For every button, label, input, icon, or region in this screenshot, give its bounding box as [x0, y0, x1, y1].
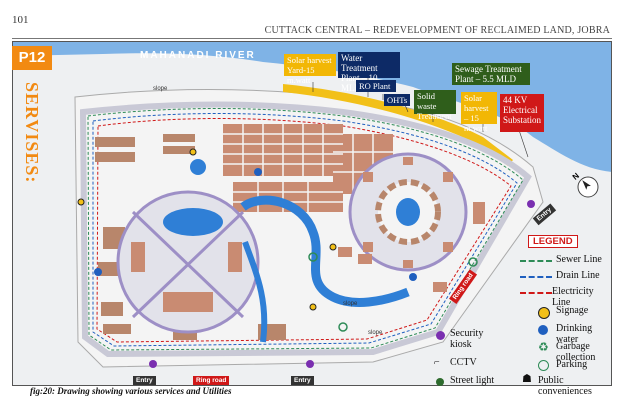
callout-sewage: Sewage Treatment Plant – 5.5 MLD: [452, 63, 530, 85]
small-pond: [190, 159, 206, 175]
parking-markers: [308, 252, 478, 332]
legend-drinking-water: Drinking water: [556, 323, 593, 345]
callout-solar-harvest: Solar harvest – 15 m.watt: [461, 92, 497, 133]
legend-street-light: Street light: [450, 375, 495, 386]
legend: LEGEND Sewer Line Drain Line Electricity…: [430, 235, 612, 397]
electricity-line-path: [96, 118, 512, 343]
right-pond: [396, 198, 420, 226]
ring-road-label-bottom: Ring road: [193, 376, 230, 385]
canal-side-buildings: [338, 202, 485, 292]
electricity-line-swatch: [520, 292, 552, 294]
ring-road: [79, 101, 532, 358]
parking-icon: [538, 360, 549, 371]
left-circle-buildings: [131, 242, 242, 312]
callout-solar-yard: Solar harvest Yard-15 m.watt: [284, 54, 336, 85]
legend-signage: Signage: [556, 305, 589, 316]
right-circle-buildings: [363, 157, 453, 268]
sewer-line-path: [87, 108, 524, 351]
figure-caption: fig:20: Drawing showing various services…: [30, 386, 232, 396]
drain-line-path: [92, 113, 518, 347]
callout-ro-plant: RO Plant: [356, 80, 396, 92]
legend-electricity: Electricity Line: [552, 286, 594, 308]
sewer-line-swatch: [520, 260, 552, 262]
page-header: CUTTACK CENTRAL – REDEVELOPMENT OF RECLA…: [264, 25, 610, 36]
caption-text: Drawing showing various services and Uti…: [57, 386, 232, 396]
drinking-water-icon: [538, 325, 548, 335]
side-title: SERVISES:: [22, 82, 42, 184]
slope-label-3: slope: [368, 330, 383, 336]
plate-badge: P12: [12, 46, 52, 70]
drinking-water-markers: [94, 168, 417, 281]
legend-cctv: CCTV: [450, 357, 477, 368]
slope-label-2: slope: [343, 301, 358, 307]
legend-parking: Parking: [556, 359, 588, 370]
legend-garbage: Garbage collection: [556, 341, 596, 363]
compass: [577, 176, 599, 198]
legend-sewer: Sewer Line: [556, 254, 602, 265]
caption-prefix: fig:20:: [30, 386, 55, 396]
solar-band: [283, 84, 513, 166]
slope-label-1: slope: [153, 86, 168, 92]
callout-substation: 44 KV Electrical Substation: [500, 94, 544, 132]
public-conveniences-icon: ☗: [522, 373, 532, 385]
legend-title: LEGEND: [528, 235, 578, 248]
legend-security: Security kiosk: [450, 328, 484, 350]
callout-ohts: OHTs: [384, 94, 410, 106]
left-lake: [163, 208, 223, 236]
entry-label-bottom-mid: Entry: [291, 376, 314, 385]
river-label: MAHANADI RIVER: [140, 50, 256, 61]
legend-conveniences: Public conveniences: [538, 375, 592, 397]
security-kiosk-icon: [436, 331, 445, 340]
legend-drain: Drain Line: [556, 270, 600, 281]
callout-water-treatment: Water Treatment Plant – 10 MLD: [338, 52, 400, 93]
canal-branch: [242, 240, 268, 343]
canal: [240, 195, 410, 307]
security-kiosk-markers: [149, 200, 535, 368]
header-rule: [12, 38, 612, 39]
signage-icon: [538, 307, 550, 319]
signage-markers: [77, 148, 337, 311]
page-number: 101: [12, 14, 29, 26]
cctv-icon: ⌐: [434, 357, 440, 368]
callout-solid-waste: Solid waste Treatment: [414, 90, 456, 121]
street-light-icon: [436, 378, 444, 386]
entry-label-bottom-left: Entry: [133, 376, 156, 385]
drain-line-swatch: [520, 276, 552, 278]
garbage-icon: ♻: [538, 340, 549, 354]
